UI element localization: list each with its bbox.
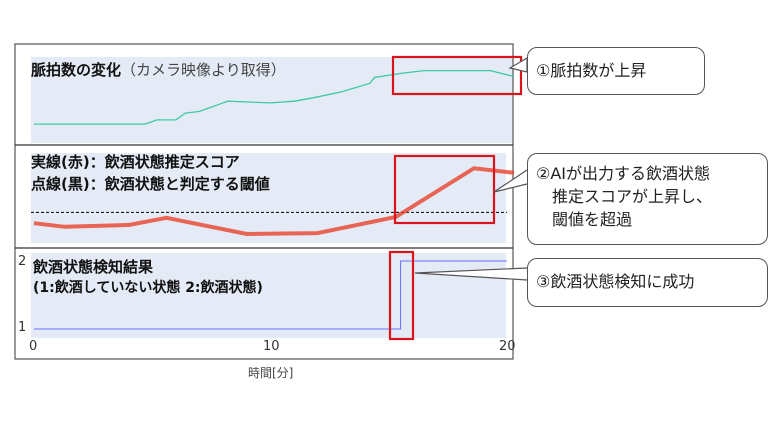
x-tick-20: 20	[499, 339, 516, 354]
callout-score-line: 推定スコアが上昇し、	[536, 187, 713, 206]
callout-pointer	[493, 169, 528, 193]
pulse-plot-bg	[31, 57, 513, 143]
highlight-box-pulse	[391, 55, 523, 96]
detect-plot-bg	[31, 253, 506, 338]
highlight-box-detect	[388, 250, 415, 341]
pulse-panel-title: 脈拍数の変化（カメラ映像より取得）	[31, 61, 286, 79]
callout-pulse: ①脈拍数が上昇	[527, 47, 705, 95]
callout-score: ②AIが出力する飲酒状態 推定スコアが上昇し、 閾値を超過	[527, 153, 768, 245]
callout-pointer	[414, 267, 528, 281]
detect-panel-title: 飲酒状態検知結果	[33, 258, 154, 276]
callout-score-line: 閾値を超過	[536, 210, 633, 229]
figure-frame	[14, 43, 514, 360]
callout-pulse-text: ①脈拍数が上昇	[536, 61, 647, 80]
callout-detect: ③飲酒状態検知に成功	[527, 258, 768, 307]
x-tick-10: 10	[263, 339, 280, 354]
highlight-box-score	[393, 154, 496, 225]
y-tick-2: 2	[18, 254, 27, 269]
callout-score-line: ②AIが出力する飲酒状態	[536, 164, 711, 183]
detect-panel-legend: (1:飲酒していない状態 2:飲酒状態)	[33, 280, 263, 296]
x-tick-0: 0	[29, 339, 38, 354]
score-panel-legend-2: 点線(黒)：飲酒状態と判定する閾値	[31, 175, 270, 193]
callout-detect-text: ③飲酒状態検知に成功	[536, 272, 695, 291]
detection-line	[34, 260, 507, 330]
pulse-line	[34, 69, 515, 125]
x-axis-label: 時間[分]	[248, 366, 294, 380]
score-line	[33, 166, 515, 236]
score-panel-legend-1: 実線(赤)：飲酒状態推定スコア	[31, 153, 240, 171]
y-tick-1: 1	[18, 320, 27, 335]
